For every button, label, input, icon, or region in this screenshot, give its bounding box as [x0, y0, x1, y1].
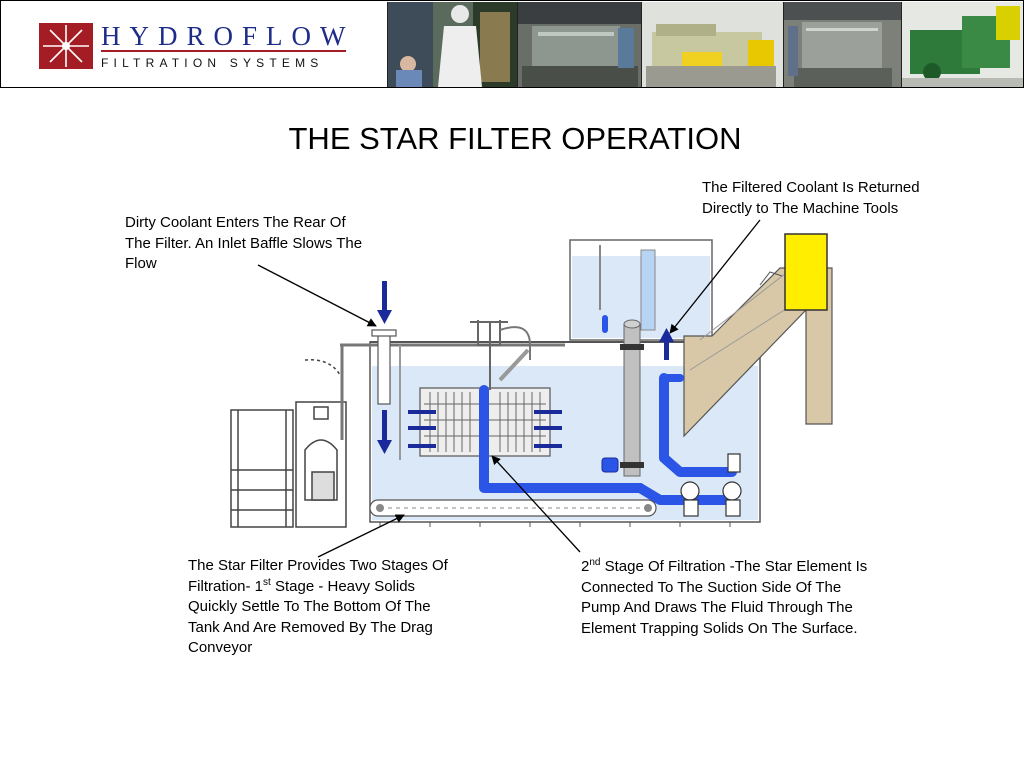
photo-filter-unit-yellow: [641, 2, 783, 87]
brand-divider: [101, 50, 346, 52]
settle-down-arrow-icon: [377, 440, 392, 454]
suction-column: [601, 319, 644, 477]
photo-plant-floor: [783, 2, 901, 87]
pump-motor-housing: [295, 359, 347, 528]
page-title: THE STAR FILTER OPERATION: [288, 121, 742, 156]
return-leader-line: [669, 219, 761, 334]
brand-name: HYDROFLOW: [101, 21, 355, 51]
callout-stage2-superscript: nd: [589, 557, 601, 568]
photo-green-machine: [901, 2, 1023, 87]
callout-leaders: [257, 219, 761, 558]
callout-stage1: The Star Filter Provides Two Stages Of F…: [188, 556, 458, 659]
clean-flow-piping: [479, 315, 737, 505]
callout-inlet: Dirty Coolant Enters The Rear Of The Fil…: [125, 214, 363, 272]
drag-conveyor: [369, 499, 731, 527]
stage1-leader-line: [317, 514, 405, 558]
control-panel-box: [784, 233, 828, 311]
callout-return: The Filtered Coolant Is Returned Directl…: [702, 179, 920, 217]
photo-worker-inspection: [387, 2, 517, 87]
support-stand: [230, 409, 294, 528]
callout-stage1-superscript: st: [263, 576, 271, 588]
inlet-down-arrow-icon: [377, 310, 392, 324]
flow-direction-arrows: [377, 281, 674, 454]
pump-valves: [680, 453, 742, 517]
callout-stage1-text-b: Stage - Heavy Solids Quickly Settle To T…: [188, 577, 433, 657]
callout-stage2-number: 2: [581, 558, 590, 575]
photo-filter-tank-room: [517, 2, 641, 87]
return-up-arrow-icon: [659, 328, 674, 342]
inlet-leader-line: [257, 264, 377, 327]
company-logo: HYDROFLOW FILTRATION SYSTEMS: [3, 3, 386, 86]
callout-stage1-text-a: The Star Filter Provides Two Stages Of F…: [188, 557, 448, 595]
inlet-pipe: [340, 329, 401, 460]
stage2-leader-line: [491, 455, 581, 553]
clean-tank: [569, 239, 713, 341]
callout-stage2: 2nd Stage Of Filtration -The Star Elemen…: [581, 557, 881, 639]
brand-subtitle: FILTRATION SYSTEMS: [101, 56, 324, 70]
starburst-logo-icon: [39, 23, 93, 69]
callout-stage2-text: Stage Of Filtration -The Star Element Is…: [581, 558, 868, 637]
header-banner: HYDROFLOW FILTRATION SYSTEMS: [0, 0, 1024, 88]
